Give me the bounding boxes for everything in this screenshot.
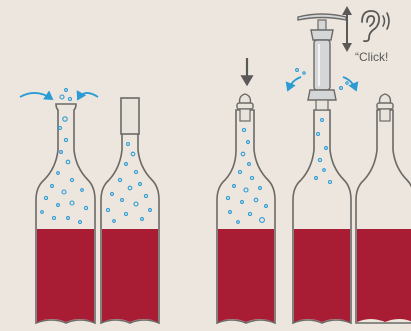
vacuum-pump (298, 14, 346, 110)
bottle-1-escaping-bubbles (60, 89, 72, 101)
air-in-arrow-left-icon (20, 93, 52, 99)
click-sound-indicator: “Click! (342, 6, 389, 64)
sound-waves-icon (383, 13, 389, 29)
bottle-stopper-insert (217, 58, 275, 323)
bottle-5-wine (357, 229, 411, 322)
bottle-1-wine (37, 229, 94, 322)
air-escape-arrow-left-icon (288, 77, 301, 90)
bottle-open (20, 89, 98, 323)
bottle-4-wine (294, 229, 350, 322)
bottle-sealed (356, 94, 411, 323)
bottle-pumping (288, 14, 356, 323)
air-in-arrow-right-icon (78, 93, 98, 99)
cork-stopper (121, 98, 139, 134)
bottle-2-wine (102, 229, 158, 322)
bottle-3-wine (218, 229, 274, 322)
ear-icon (362, 11, 379, 41)
bottle-corked (101, 98, 159, 323)
air-escape-arrow-right-icon (343, 77, 356, 90)
click-label: “Click! (355, 50, 388, 64)
